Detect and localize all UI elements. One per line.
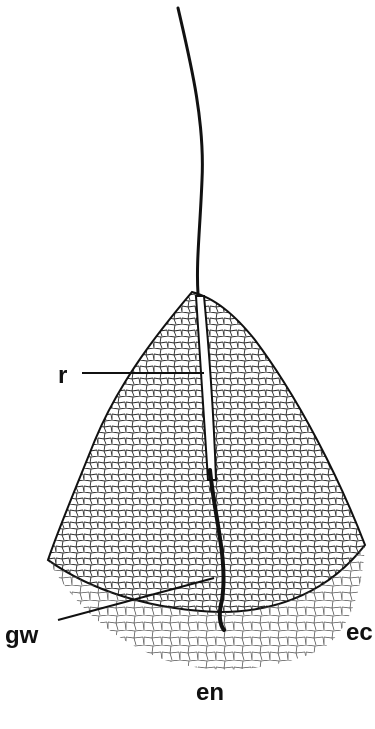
filament (178, 8, 202, 294)
label-ec: ec (346, 619, 373, 646)
label-en: en (196, 679, 224, 706)
label-gw: gw (5, 622, 39, 649)
label-r: r (58, 362, 67, 389)
